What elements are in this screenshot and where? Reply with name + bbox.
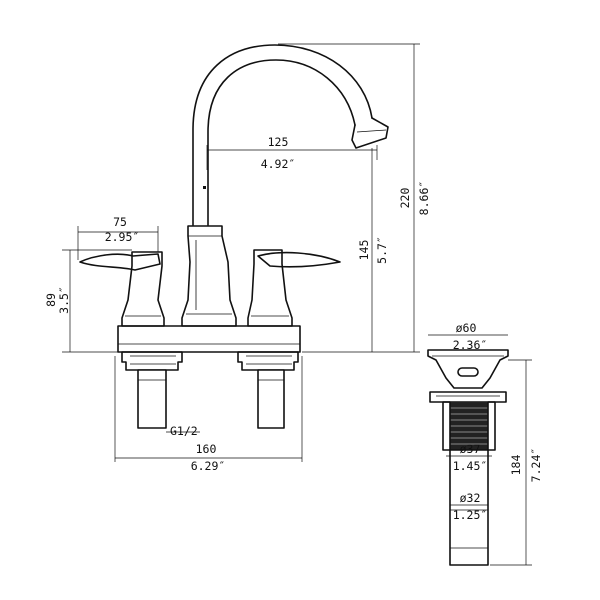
- faucet-dimensions: 125 4.92″ 220 8.66″ 145 5.7″ 75 2.95″ 89…: [44, 43, 431, 473]
- drain-slot: [457, 367, 479, 377]
- tail-diameter-inch: 1.25″: [453, 508, 488, 522]
- handle-height-mm: 89: [44, 293, 58, 307]
- total-height-inch: 8.66″: [417, 181, 431, 216]
- cap-diameter-mm: ø60: [456, 321, 477, 335]
- deck-plate: [117, 325, 301, 353]
- drain-dimensions: ø60 2.36″ ø37 1.45″ ø32 1.25″ 184 7.24″: [428, 321, 543, 566]
- spout-mark: [203, 186, 206, 189]
- spout-reach-inch: 4.92″: [261, 157, 296, 171]
- spout-tip-band: [356, 129, 387, 133]
- drain-length-inch: 7.24″: [529, 448, 543, 483]
- drain-body-left: [442, 401, 451, 451]
- body-diameter-mm: ø37: [460, 442, 481, 456]
- left-handle-body: [121, 251, 165, 327]
- drain-tail: [449, 449, 489, 566]
- right-handle-lever: [257, 251, 341, 268]
- spout-tip: [351, 117, 389, 149]
- drain-cap: [427, 349, 509, 389]
- handle-length-inch: 2.95″: [105, 230, 140, 244]
- spout-inner: [207, 59, 356, 226]
- left-handle-lever: [79, 253, 161, 271]
- tail-diameter-mm: ø32: [460, 491, 481, 505]
- spread-inch: 6.29″: [191, 459, 226, 473]
- drain-body-right: [487, 401, 496, 451]
- drain-drawing: [427, 349, 509, 566]
- left-shank: [137, 369, 167, 429]
- spread-mm: 160: [196, 442, 217, 456]
- thread-label: G1/2: [170, 424, 198, 438]
- right-handle-body: [247, 249, 293, 327]
- cap-diameter-inch: 2.36″: [453, 338, 488, 352]
- spout-height-inch: 5.7″: [375, 236, 389, 264]
- center-column: [181, 225, 237, 327]
- right-shank: [257, 369, 285, 429]
- right-shank-nut: [237, 351, 299, 371]
- left-shank-nut: [121, 351, 183, 371]
- total-height-mm: 220: [398, 188, 412, 209]
- spout-outer: [192, 44, 373, 226]
- faucet-drawing: [79, 44, 389, 429]
- body-diameter-inch: 1.45″: [453, 459, 488, 473]
- handle-length-mm: 75: [113, 215, 127, 229]
- spout-height-mm: 145: [357, 240, 371, 261]
- drain-flange: [429, 391, 507, 403]
- spout-reach-mm: 125: [268, 135, 289, 149]
- handle-height-inch: 3.5″: [57, 286, 71, 314]
- drain-length-mm: 184: [509, 455, 523, 476]
